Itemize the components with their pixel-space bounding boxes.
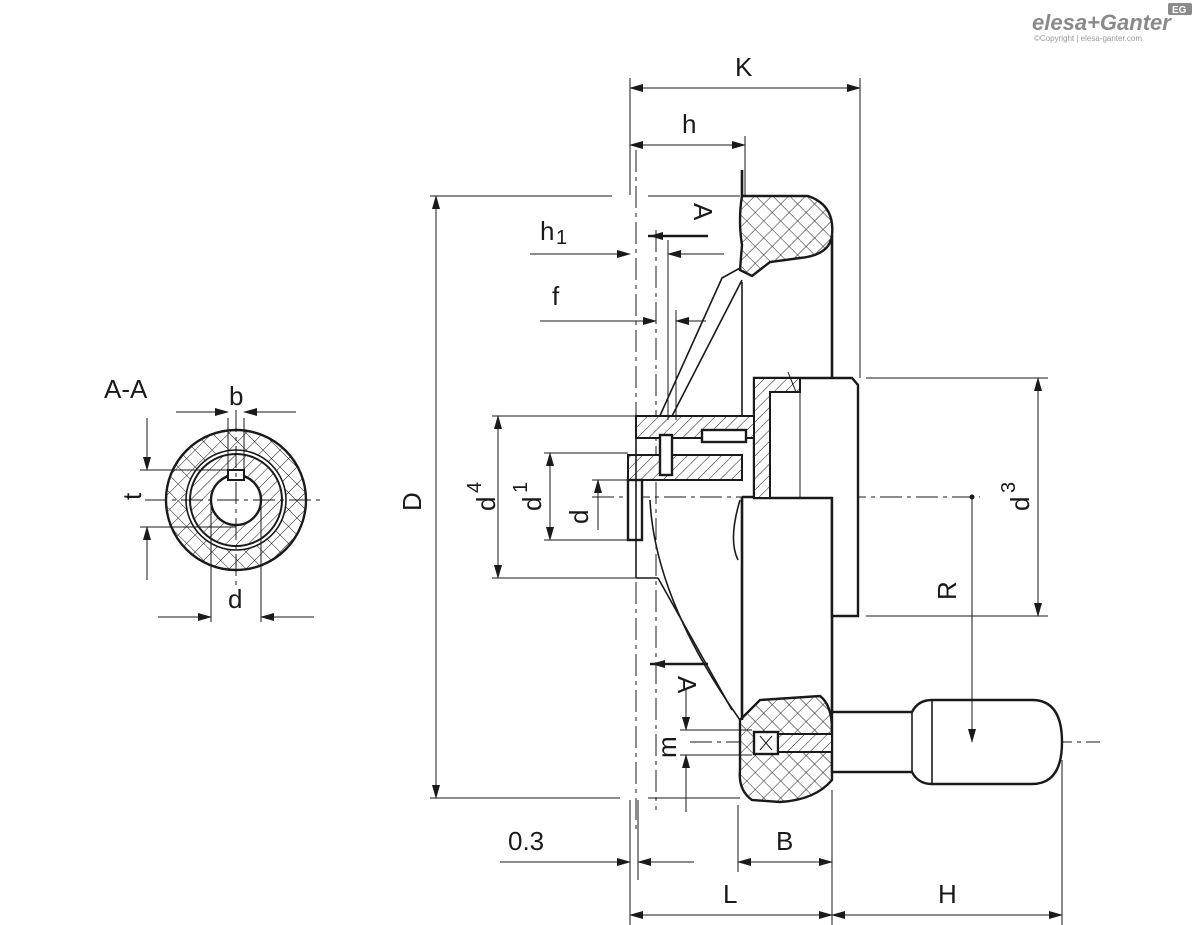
- label-L: L: [723, 879, 737, 909]
- label-gap: 0.3: [508, 826, 544, 856]
- label-A-top: A: [688, 203, 718, 221]
- label-d4: d: [471, 497, 501, 511]
- copyright-text: ©Copyright | elesa-ganter.com: [1034, 34, 1142, 43]
- label-R: R: [932, 581, 962, 600]
- label-d3-sub: 3: [998, 482, 1020, 493]
- label-t: t: [117, 492, 147, 500]
- label-h1: h: [540, 216, 554, 246]
- label-A-bottom: A: [672, 676, 702, 694]
- brand-badge: EG: [1172, 5, 1187, 16]
- dimension-lines: K h D h 1 A f d 4: [397, 52, 1063, 925]
- label-d4-sub: 4: [464, 482, 486, 493]
- label-h: h: [682, 109, 696, 139]
- label-m: m: [652, 736, 682, 758]
- svg-text:elesa+Ganter: elesa+Ganter: [1032, 10, 1172, 35]
- label-B: B: [776, 826, 793, 856]
- label-H: H: [938, 879, 957, 909]
- label-b: b: [229, 381, 243, 411]
- label-d1: d: [517, 497, 547, 511]
- section-view-a-a: A-A b t d: [104, 374, 325, 622]
- label-d1-sub: 1: [510, 482, 532, 493]
- brand-logo: elesa+Ganter EG ©Copyright | elesa-gante…: [1032, 3, 1192, 43]
- label-D: D: [397, 492, 427, 511]
- label-d-section: d: [228, 584, 242, 614]
- label-h1-sub: 1: [556, 227, 567, 249]
- label-d: d: [564, 510, 594, 524]
- handwheel-side-view: [592, 150, 1100, 830]
- label-d3: d: [1005, 497, 1035, 511]
- label-f: f: [552, 281, 560, 311]
- section-title: A-A: [104, 374, 148, 404]
- label-K: K: [735, 52, 753, 82]
